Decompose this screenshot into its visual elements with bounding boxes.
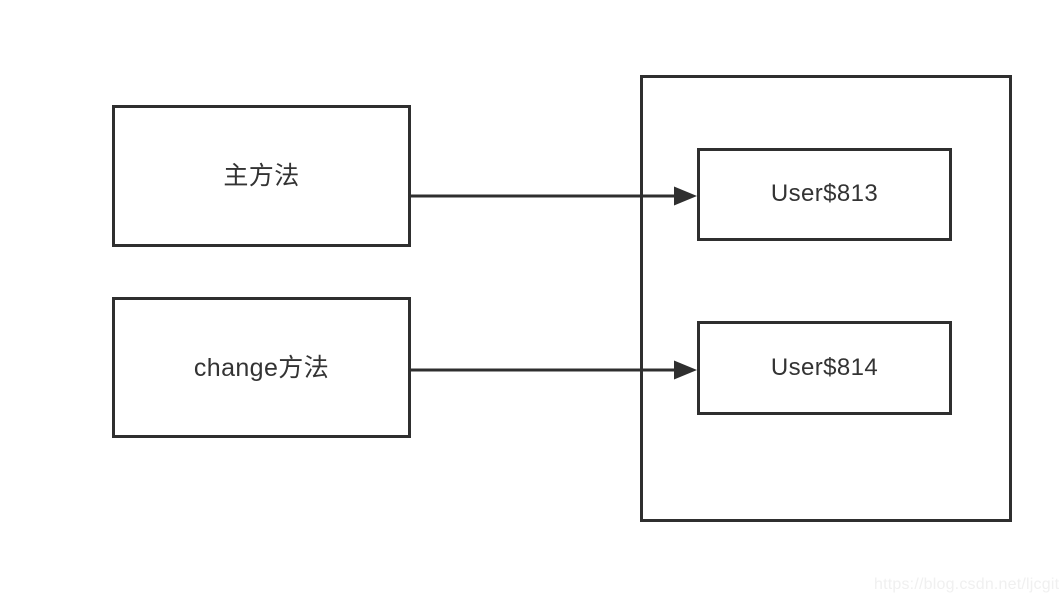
node-main-method-label: 主方法 <box>223 162 300 190</box>
node-change-method[interactable]: change方法 <box>112 297 411 438</box>
node-user-814-label: User$814 <box>770 353 879 381</box>
node-main-method[interactable]: 主方法 <box>112 105 411 247</box>
node-change-method-label: change方法 <box>193 353 330 382</box>
node-user-814[interactable]: User$814 <box>697 321 952 415</box>
watermark-text: https://blog.csdn.net/ljcgit <box>874 576 1060 593</box>
heap-container-box[interactable] <box>640 75 1012 522</box>
node-user-813-label: User$813 <box>770 180 879 208</box>
node-user-813[interactable]: User$813 <box>697 148 952 241</box>
